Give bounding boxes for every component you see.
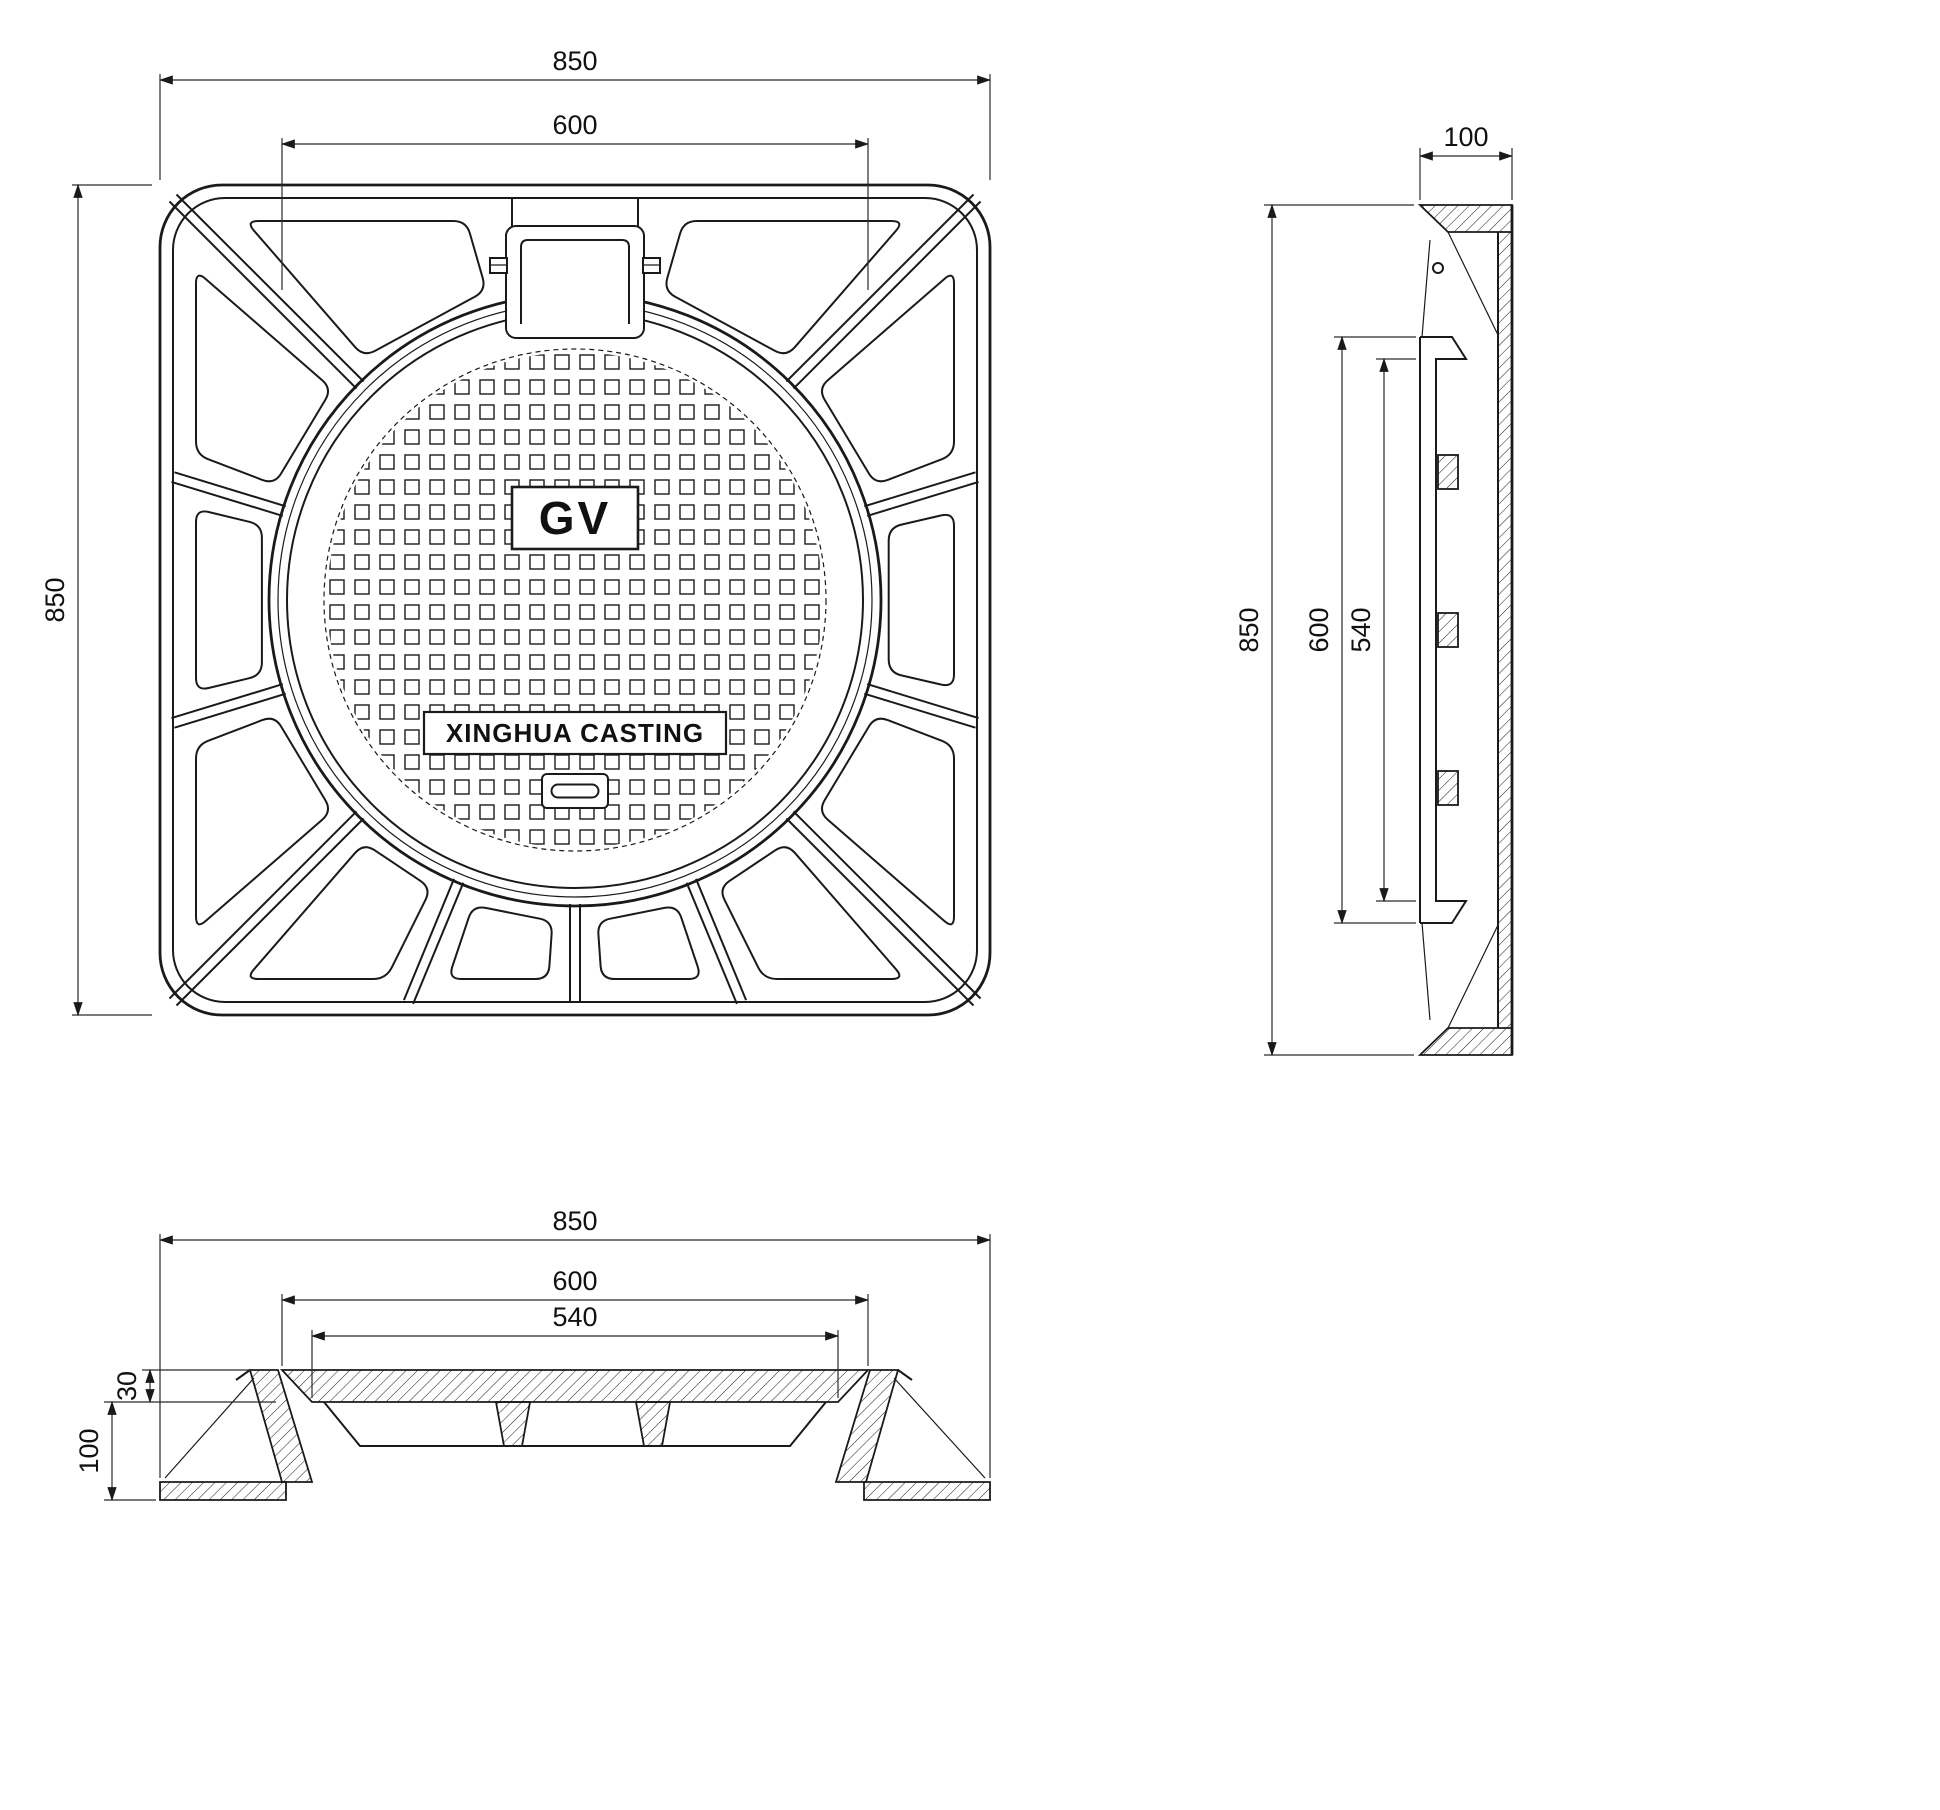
dim-label-600: 600: [552, 110, 597, 140]
brand-plate-label: XINGHUA CASTING: [446, 718, 704, 748]
panel-outline: [887, 513, 955, 687]
dim-label-850: 850: [552, 1206, 597, 1236]
web-hatch: [1498, 232, 1512, 1028]
panel-outline: [195, 510, 263, 690]
rib-line: [171, 480, 284, 517]
rib-line: [866, 480, 979, 517]
frame-outer-edge: [158, 183, 992, 1017]
rib-line: [864, 692, 976, 729]
top-flange-section: [1417, 204, 1513, 233]
frame-gusset-left: [164, 1377, 255, 1479]
frame-chamfer-right: [897, 1369, 913, 1381]
panel-outline: [820, 274, 955, 483]
panel-outline: [450, 906, 553, 980]
dim-label-850: 850: [1234, 607, 1264, 652]
seat-bracket-bottom: [1421, 922, 1431, 1021]
frame-chamfer-left: [235, 1369, 251, 1381]
rib-line: [412, 882, 465, 1005]
frame-wall-right: [834, 1369, 900, 1483]
rib-section: [1437, 454, 1459, 490]
cover-skirt: [323, 1401, 827, 1447]
panel-outline: [820, 717, 955, 926]
rib-section: [1437, 770, 1459, 806]
dim-label-600: 600: [552, 1266, 597, 1296]
panel-outline: [665, 220, 901, 355]
dim-label-850-left: 850: [40, 577, 70, 622]
dim-label-30: 30: [112, 1371, 142, 1401]
brand-plate-box: [422, 710, 728, 756]
section-dimensions: 850 600 540 30 100: [74, 1206, 992, 1502]
rib-line: [175, 817, 365, 1007]
pattern-boundary-circle: [323, 348, 827, 852]
cover-rib-section: [494, 1401, 532, 1447]
rib-line: [785, 193, 975, 383]
rib-line: [685, 882, 738, 1005]
lift-keyhole-slot: [550, 783, 600, 799]
side-view: 100 850 600 540: [1234, 122, 1514, 1057]
dim-label-100: 100: [1443, 122, 1488, 152]
seat-profile: [1420, 336, 1468, 924]
rib-line: [866, 683, 979, 720]
rib-line: [785, 817, 975, 1007]
base-flange-left: [159, 1481, 287, 1501]
panel-outline: [195, 717, 330, 926]
hinge-inner-outline: [520, 239, 630, 324]
bottom-gusset-line: [1447, 924, 1499, 1029]
panel-outline: [249, 846, 429, 980]
rib-line: [174, 471, 286, 508]
dim-label-100: 100: [74, 1428, 104, 1473]
bottom-flange-section: [1417, 1027, 1513, 1056]
panel-outline: [249, 220, 485, 355]
panel-outline: [195, 274, 330, 483]
frame-inner-edge: [172, 197, 978, 1003]
side-dimensions: 100 850 600 540: [1234, 122, 1514, 1057]
plan-dimensions: 850 600 850: [40, 46, 992, 1017]
rib-line: [695, 878, 748, 1001]
rib-line: [175, 193, 365, 383]
rib-line: [174, 692, 286, 729]
rib-line: [168, 200, 358, 390]
top-gusset-line: [1447, 231, 1499, 336]
cover-section: [279, 1369, 871, 1403]
rib-line: [792, 200, 982, 390]
rib-line: [402, 878, 455, 1001]
rib-section: [1437, 612, 1459, 648]
hinge-body: [505, 225, 645, 339]
bolt-hole: [1432, 262, 1444, 274]
base-flange-right: [863, 1481, 991, 1501]
cover-rib-section: [634, 1401, 672, 1447]
gv-badge-box: [510, 485, 640, 551]
rib-line: [171, 683, 284, 720]
frame-ribs-and-panels: [168, 193, 982, 1007]
frame-gusset-right: [893, 1377, 986, 1479]
rib-line: [792, 810, 982, 1000]
panel-outline: [597, 906, 700, 980]
dim-label-850-top: 850: [552, 46, 597, 76]
rib-line: [864, 471, 976, 508]
panel-outline: [721, 846, 901, 980]
dim-label-540: 540: [1346, 607, 1376, 652]
dim-label-540: 540: [552, 1302, 597, 1332]
gv-badge-label: GV: [539, 492, 611, 544]
section-view: 850 600 540 30 100: [74, 1206, 992, 1502]
seat-bracket-top: [1421, 239, 1431, 338]
rib-line: [168, 810, 358, 1000]
plan-view: GV XINGHUA CASTING 850 600 850: [40, 46, 992, 1017]
dim-label-600: 600: [1304, 607, 1334, 652]
